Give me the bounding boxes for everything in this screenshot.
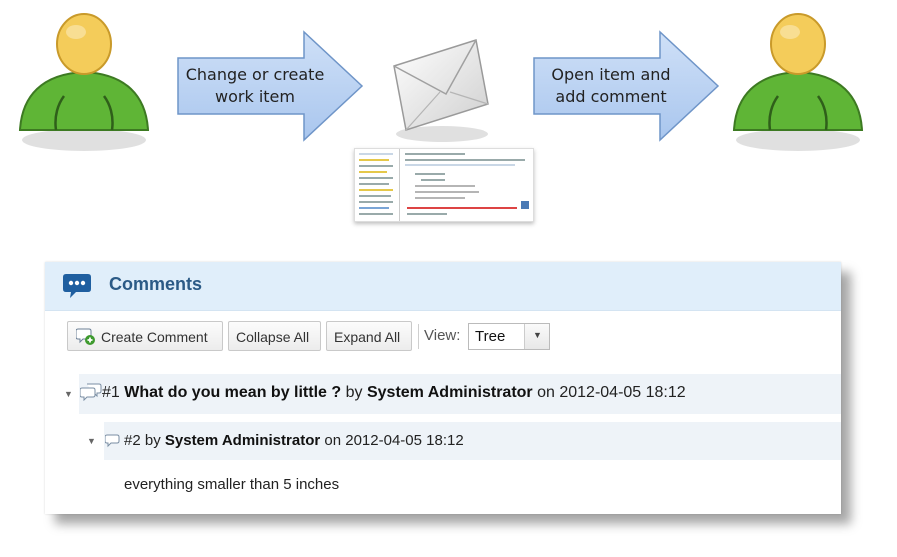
- comment-2-number: #2: [124, 432, 141, 449]
- comments-panel: Comments Create Comment Collapse All Exp…: [45, 262, 841, 514]
- arrow1-label: Change or create work item: [180, 64, 330, 108]
- email-envelope-icon: [393, 39, 489, 142]
- comment-2-body: everything smaller than 5 inches: [124, 476, 340, 493]
- open-item-arrow: [533, 30, 720, 142]
- comment-2-author: System Administrator: [164, 432, 321, 449]
- expand-toggle-icon[interactable]: ▼: [64, 389, 73, 399]
- view-select-value: Tree: [475, 328, 506, 345]
- comment-1-on: on: [537, 384, 555, 401]
- comment-1-timestamp: 2012-04-05 18:12: [559, 384, 686, 401]
- sender-person-icon: [18, 13, 150, 151]
- comments-header: Comments: [45, 262, 841, 311]
- view-label: View:: [424, 327, 461, 344]
- comment-1-number: #1: [102, 384, 120, 401]
- create-comment-button[interactable]: Create Comment: [67, 321, 223, 351]
- view-select[interactable]: Tree ▼: [468, 323, 550, 350]
- receiver-person-icon: [732, 13, 864, 151]
- arrow2-label: Open item and add comment: [536, 64, 686, 108]
- arrow1-label-line1: Change or create: [185, 65, 325, 84]
- expand-toggle-icon[interactable]: ▼: [87, 436, 96, 446]
- comment-2-by: by: [144, 432, 161, 449]
- email-preview-thumbnail: [354, 148, 534, 222]
- comment-thread-icon: [80, 383, 102, 401]
- arrow2-label-line1: Open item and: [551, 65, 671, 84]
- arrow2-label-line2: add comment: [555, 87, 667, 106]
- change-work-item-arrow: [177, 30, 364, 142]
- comment-2-on: on: [324, 432, 342, 449]
- comment-1-author: System Administrator: [366, 384, 533, 401]
- comment-1-title[interactable]: What do you mean by little ?: [124, 384, 342, 401]
- comment-2-header: #2 by System Administrator on 2012-04-05…: [124, 432, 464, 449]
- speech-bubble-icon: [63, 274, 91, 298]
- select-dropdown-button[interactable]: ▼: [524, 324, 549, 349]
- comment-row-1: [79, 374, 841, 414]
- toolbar-divider: [418, 324, 419, 349]
- comment-icon: [105, 434, 120, 448]
- expand-all-button[interactable]: Expand All: [326, 321, 412, 351]
- add-comment-icon: [76, 328, 95, 345]
- create-comment-label: Create Comment: [101, 329, 208, 345]
- arrow1-label-line2: work item: [215, 87, 295, 106]
- collapse-all-button[interactable]: Collapse All: [228, 321, 321, 351]
- chevron-down-icon: ▼: [533, 330, 542, 340]
- comment-2-timestamp: 2012-04-05 18:12: [345, 432, 464, 449]
- comment-1-header: #1 What do you mean by little ? by Syste…: [102, 384, 686, 402]
- comment-row-2: [104, 422, 841, 460]
- comments-title: Comments: [109, 274, 203, 294]
- comment-1-by: by: [345, 384, 363, 401]
